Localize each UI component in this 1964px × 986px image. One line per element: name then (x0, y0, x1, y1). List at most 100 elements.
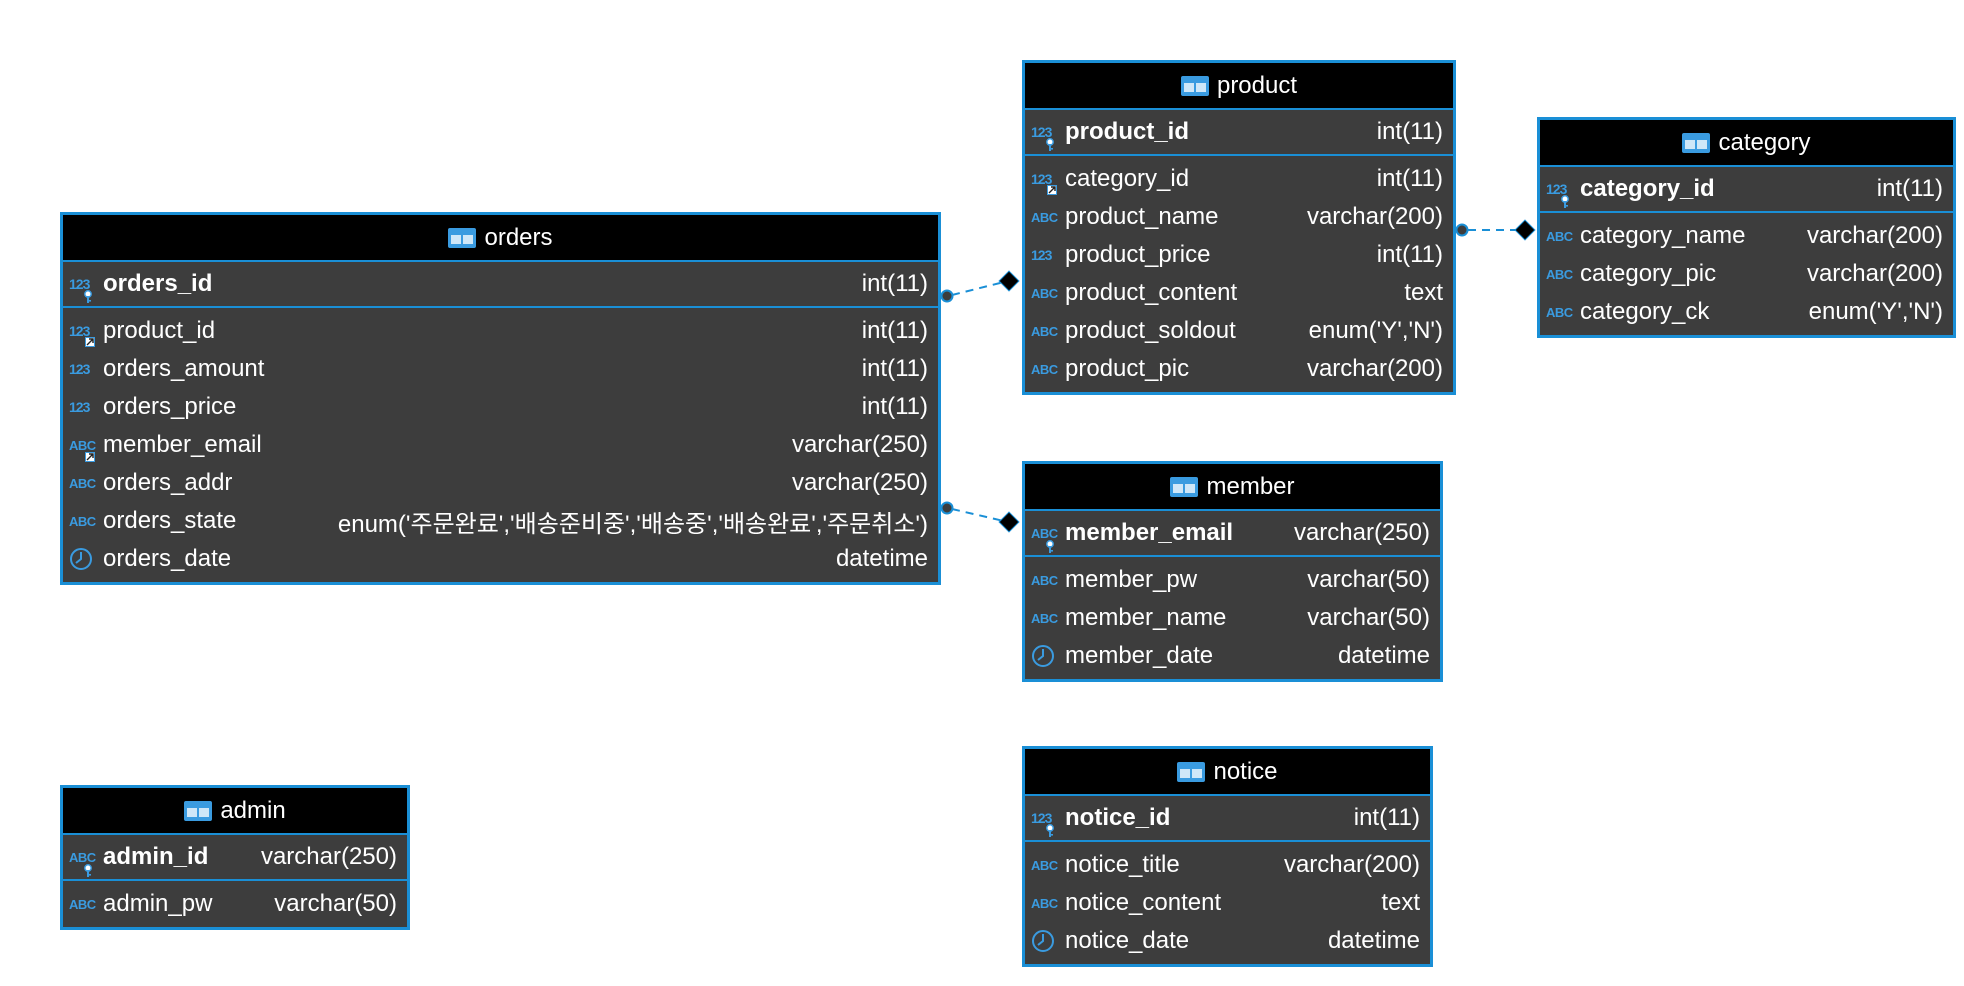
column-type: varchar(250) (260, 843, 397, 870)
column-name: product_id (103, 317, 216, 344)
column-name: member_date (1065, 642, 1214, 669)
column-type: varchar(250) (791, 431, 928, 458)
entity-header[interactable]: product (1025, 63, 1453, 110)
column-name: orders_price (103, 393, 237, 420)
entity-title: product (1216, 71, 1298, 99)
text-type-icon: ABC (69, 849, 96, 865)
column-type: int(11) (1353, 804, 1420, 831)
column-type: int(11) (861, 317, 928, 344)
entity-header[interactable]: member (1025, 464, 1440, 511)
text-type-icon: ABC (1031, 209, 1058, 225)
column-row[interactable]: ABC orders_state enum('주문완료','배송준비중','배송중'… (63, 502, 938, 540)
column-name: product_price (1065, 241, 1211, 268)
column-name: product_pic (1065, 355, 1190, 382)
text-type-icon: ABC (1031, 525, 1058, 541)
text-type-icon: ABC (1031, 857, 1058, 873)
entity-header[interactable]: notice (1025, 749, 1430, 796)
text-type-icon: ABC (1031, 323, 1058, 339)
entity-header[interactable]: admin (63, 788, 407, 835)
entity-header[interactable]: orders (63, 215, 938, 262)
column-name: admin_pw (103, 890, 213, 917)
table-icon (1180, 75, 1209, 96)
foreign-key-icon (1047, 185, 1057, 195)
column-name: member_pw (1065, 566, 1198, 593)
column-name: product_id (1065, 118, 1189, 145)
text-type-icon: ABC (69, 896, 96, 912)
column-name: orders_amount (103, 355, 265, 382)
column-type: enum('주문완료','배송준비중','배송중','배송완료','주문취소') (337, 510, 928, 538)
entity-title: category (1718, 128, 1811, 156)
column-type: varchar(200) (1306, 203, 1443, 230)
column-row[interactable]: 123 orders_price int(11) (63, 388, 938, 426)
text-type-icon: ABC (1546, 304, 1573, 320)
text-type-icon: ABC (1546, 228, 1573, 244)
column-name: product_soldout (1065, 317, 1236, 344)
number-type-icon: 123 (69, 361, 90, 377)
column-type: int(11) (1376, 165, 1443, 192)
column-type: int(11) (1876, 175, 1943, 202)
number-type-icon: 123 (69, 399, 90, 415)
text-type-icon: ABC (1546, 266, 1573, 282)
column-name: orders_state (103, 507, 237, 534)
column-type: text (1404, 279, 1443, 306)
column-name: category_name (1580, 222, 1746, 249)
entity-header[interactable]: category (1540, 120, 1953, 167)
column-type: int(11) (861, 393, 928, 420)
number-type-icon: 123 (1031, 247, 1052, 263)
text-type-icon: ABC (1031, 285, 1058, 301)
column-type: varchar(200) (1806, 260, 1943, 287)
column-type: varchar(50) (274, 890, 397, 917)
column-name: orders_date (103, 545, 232, 572)
text-type-icon: ABC (69, 475, 96, 491)
column-type: enum('Y','N') (1808, 298, 1943, 325)
column-name: member_email (103, 431, 262, 458)
text-type-icon: ABC (69, 513, 96, 529)
column-row[interactable]: 123 product_id int(11) (63, 312, 938, 350)
number-type-icon: 123 (1031, 171, 1052, 187)
text-type-icon: ABC (1031, 895, 1058, 911)
primary-key-column[interactable]: ABC admin_id varchar(250) (63, 835, 407, 879)
column-row[interactable]: ABC admin_pw varchar(50) (63, 885, 407, 923)
column-row[interactable]: ABC product_name varchar(200) (1025, 198, 1453, 236)
number-type-icon: 123 (69, 323, 90, 339)
text-type-icon: ABC (1031, 361, 1058, 377)
clock-icon (1032, 930, 1054, 952)
column-name: admin_id (103, 843, 209, 870)
column-type: varchar(50) (1307, 566, 1430, 593)
column-name: member_email (1065, 519, 1234, 546)
column-name: product_name (1065, 203, 1219, 230)
column-type: datetime (1327, 927, 1420, 954)
entity-title: orders (484, 223, 553, 251)
column-type: int(11) (861, 270, 928, 297)
